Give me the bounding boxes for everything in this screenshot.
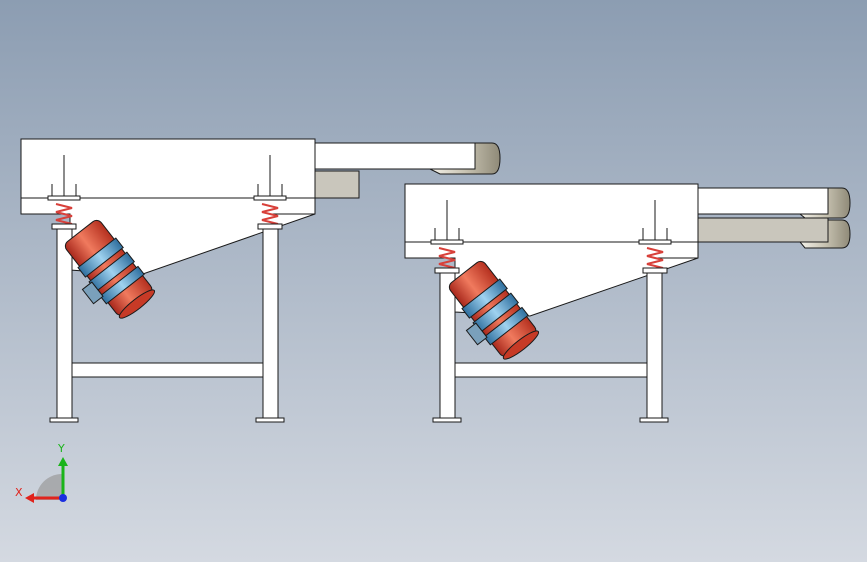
- spring-post-right-1: [430, 200, 464, 245]
- y-axis-label: Y: [58, 442, 65, 455]
- discharge-chute-left: [314, 142, 501, 199]
- spring-left-1: [55, 203, 73, 225]
- x-axis-label: X: [15, 486, 23, 499]
- spring-post-left-2: [253, 155, 287, 201]
- vibrating-screen-left[interactable]: [20, 138, 501, 423]
- support-frame-left: [49, 228, 285, 423]
- x-axis-arrowhead: [25, 493, 34, 503]
- spring-right-2: [646, 247, 664, 269]
- spring-post-right-2: [638, 200, 672, 245]
- vibration-motor-right: [448, 260, 540, 360]
- triad-plane-shadow: [36, 474, 62, 500]
- vibration-motor-left: [64, 219, 156, 319]
- discharge-chute-right: [697, 187, 851, 249]
- z-axis-dot: [59, 494, 67, 502]
- spring-left-2: [261, 203, 279, 225]
- axis-triad[interactable]: [25, 457, 68, 503]
- spring-right-1: [438, 247, 456, 269]
- support-frame-right: [432, 272, 669, 423]
- vibrating-screen-right[interactable]: [404, 183, 851, 423]
- y-axis-arrowhead: [58, 457, 68, 466]
- spring-post-left-1: [47, 155, 81, 201]
